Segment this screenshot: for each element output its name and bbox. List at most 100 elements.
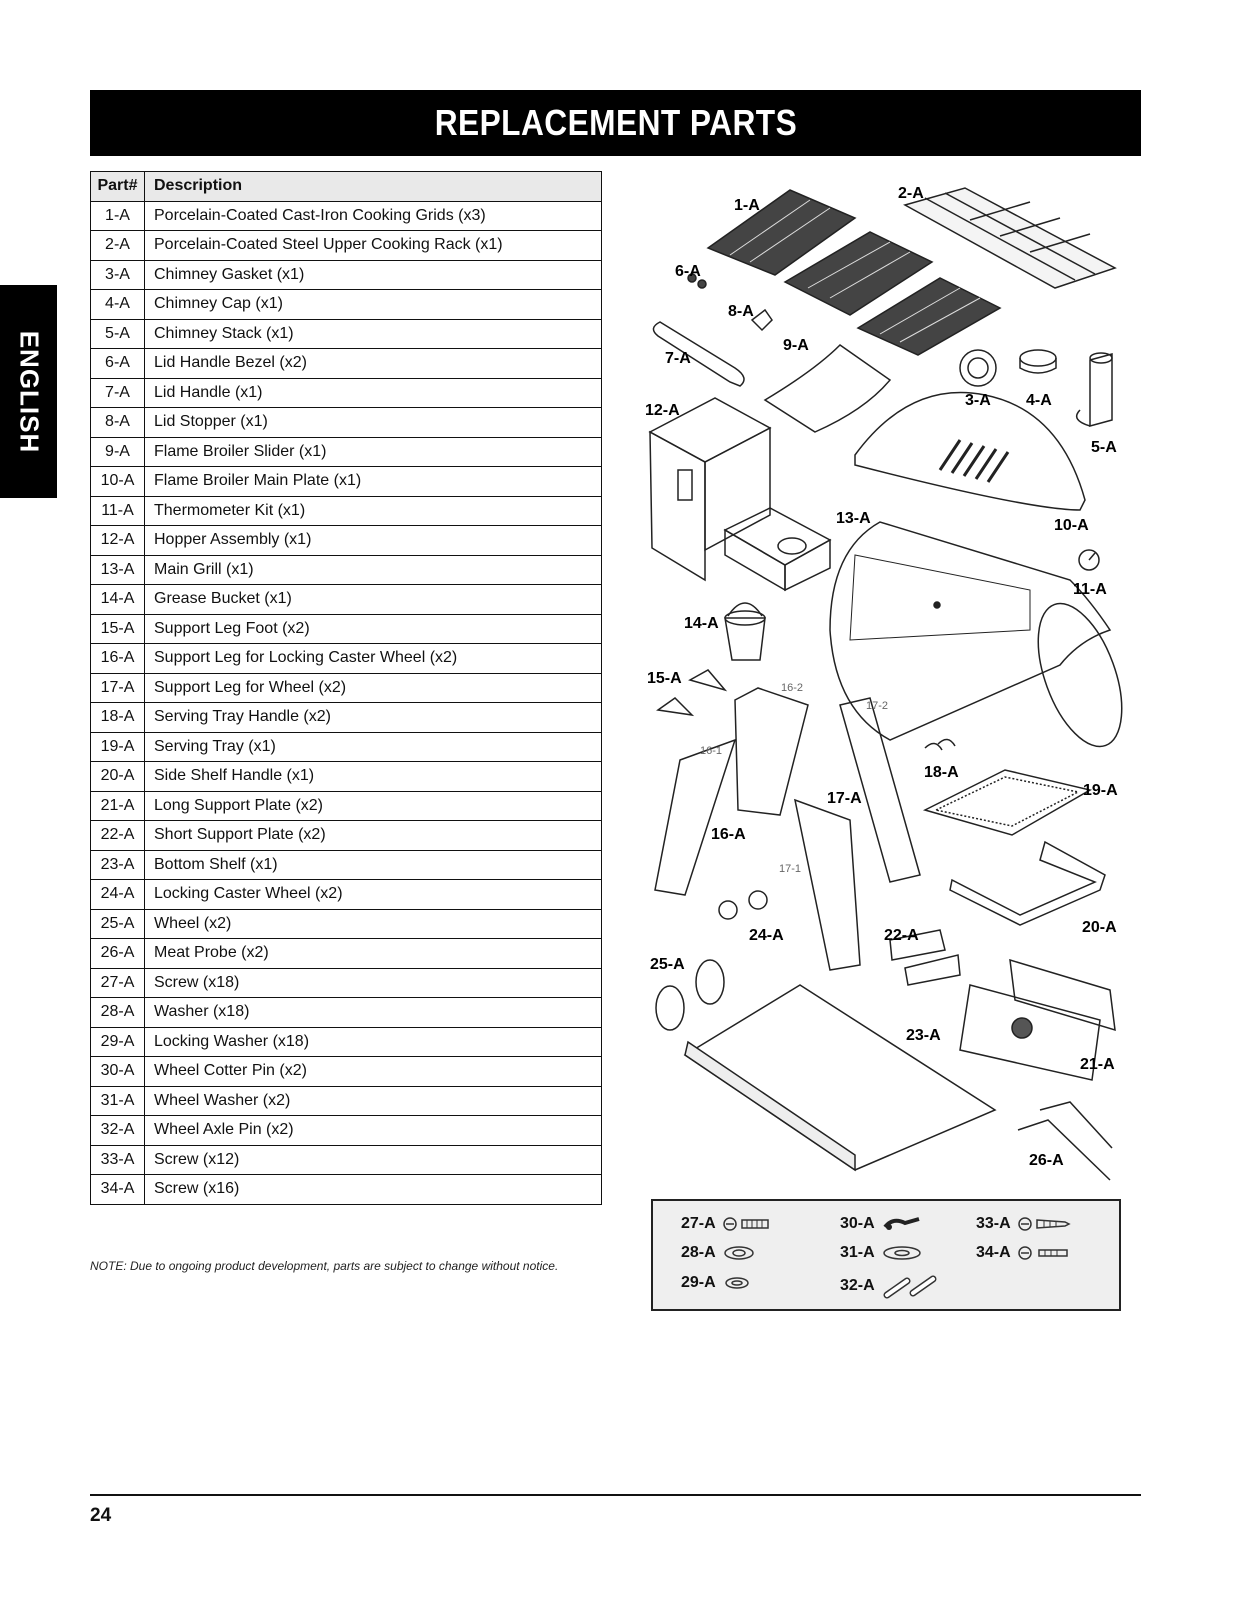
diagram-label: 18-A <box>924 764 959 781</box>
part-description-cell: Hopper Assembly (x1) <box>144 525 602 556</box>
part-description-cell: Support Leg for Locking Caster Wheel (x2… <box>144 643 602 674</box>
side-shelf-handle-drawing <box>949 840 1106 926</box>
screw-icon <box>722 1217 769 1231</box>
support-leg-wheel-drawing <box>793 798 861 971</box>
part-number-cell: 19-A <box>90 731 145 762</box>
part-number-cell: 16-A <box>90 643 145 674</box>
screw-icon <box>1017 1246 1068 1260</box>
part-description-cell: Main Grill (x1) <box>144 554 602 585</box>
diagram-label: 9-A <box>783 337 809 354</box>
part-number-cell: 5-A <box>90 318 145 349</box>
diagram-label: 26-A <box>1029 1152 1064 1169</box>
washer-icon <box>723 1246 754 1260</box>
hardware-label: 29-A <box>681 1274 716 1291</box>
part-description-cell: Meat Probe (x2) <box>144 938 602 969</box>
exploded-view-diagram: 1-A 2-A 3-A 4-A 5-A 6-A 7-A 8-A 9-A 10-A… <box>645 185 1123 1181</box>
part-description-cell: Serving Tray Handle (x2) <box>144 702 602 733</box>
diagram-label: 12-A <box>645 402 680 419</box>
hardware-label: 33-A <box>976 1215 1011 1232</box>
flame-broiler-main-plate-drawing <box>854 391 1086 511</box>
diagram-label: 7-A <box>665 350 691 367</box>
diagram-label: 22-A <box>884 927 919 944</box>
part-description-cell: Thermometer Kit (x1) <box>144 495 602 526</box>
part-description-cell: Locking Caster Wheel (x2) <box>144 879 602 910</box>
part-number-cell: 24-A <box>90 879 145 910</box>
part-number-cell: 26-A <box>90 938 145 969</box>
part-number-cell: 6-A <box>90 348 145 379</box>
diagram-label: 17-A <box>827 790 862 807</box>
diagram-label: 6-A <box>675 263 701 280</box>
diagram-label: 19-A <box>1083 782 1118 799</box>
part-number-cell: 3-A <box>90 259 145 290</box>
page-title: REPLACEMENT PARTS <box>434 102 797 143</box>
part-description-cell: Screw (x18) <box>144 967 602 998</box>
part-number-cell: 13-A <box>90 554 145 585</box>
part-description-cell: Washer (x18) <box>144 997 602 1028</box>
page-header: REPLACEMENT PARTS <box>90 90 1141 156</box>
part-description-cell: Side Shelf Handle (x1) <box>144 761 602 792</box>
bottom-shelf-drawing <box>683 984 997 1172</box>
part-number-cell: 17-A <box>90 672 145 703</box>
part-description-cell: Chimney Stack (x1) <box>144 318 602 349</box>
part-number-cell: 11-A <box>90 495 145 526</box>
cotter-pin-icon <box>883 1217 920 1230</box>
hardware-label: 32-A <box>840 1277 875 1294</box>
part-description-cell: Bottom Shelf (x1) <box>144 849 602 880</box>
diagram-label: 23-A <box>906 1027 941 1044</box>
part-number-cell: 9-A <box>90 436 145 467</box>
part-description-cell: Wheel Cotter Pin (x2) <box>144 1056 602 1087</box>
part-description-cell: Grease Bucket (x1) <box>144 584 602 615</box>
part-number-cell: 14-A <box>90 584 145 615</box>
part-number-cell: 10-A <box>90 466 145 497</box>
part-description-cell: Serving Tray (x1) <box>144 731 602 762</box>
column-header-description: Description <box>144 171 602 202</box>
part-number-cell: 30-A <box>90 1056 145 1087</box>
part-description-cell: Screw (x12) <box>144 1144 602 1175</box>
diagram-sub-label: 16-2 <box>781 682 803 694</box>
language-tab-label: ENGLISH <box>14 330 44 453</box>
part-number-cell: 28-A <box>90 997 145 1028</box>
part-number-cell: 4-A <box>90 289 145 320</box>
part-description-cell: Short Support Plate (x2) <box>144 820 602 851</box>
hardware-item: 29-A <box>681 1274 752 1292</box>
hardware-box: 27-A 28-A 29-A 30-A 31-A 32-A 33-A 34-A <box>651 1199 1121 1311</box>
diagram-label: 15-A <box>647 670 682 687</box>
diagram-label: 2-A <box>898 185 924 202</box>
part-description-cell: Screw (x16) <box>144 1174 602 1205</box>
diagram-label: 13-A <box>836 510 871 527</box>
diagram-sub-label: 17-1 <box>779 863 801 875</box>
part-description-cell: Flame Broiler Slider (x1) <box>144 436 602 467</box>
upper-cooking-rack-drawing <box>903 187 1117 289</box>
part-number-cell: 22-A <box>90 820 145 851</box>
part-number-cell: 25-A <box>90 908 145 939</box>
part-number-cell: 18-A <box>90 702 145 733</box>
screw-icon <box>1017 1217 1071 1231</box>
diagram-label: 4-A <box>1026 392 1052 409</box>
diagram-label: 8-A <box>728 303 754 320</box>
part-number-cell: 1-A <box>90 200 145 231</box>
hardware-label: 28-A <box>681 1244 716 1261</box>
language-tab: ENGLISH <box>0 285 57 498</box>
main-grill-drawing <box>829 521 1123 748</box>
